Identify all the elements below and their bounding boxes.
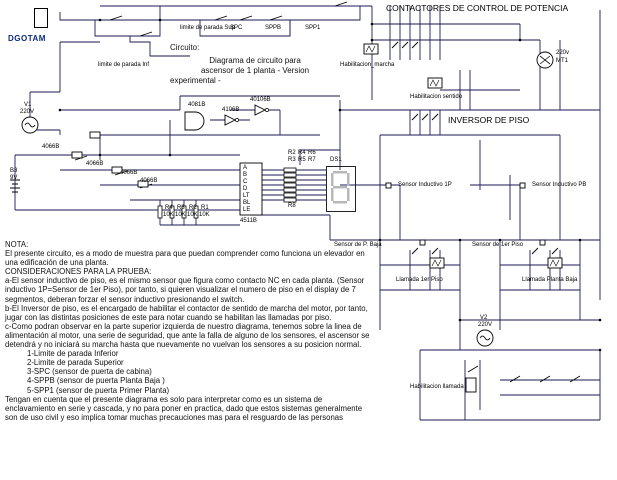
note-line: b-El Inversor de piso, es el encargado d… [5,303,368,322]
circuit-description: Diagrama de circuito para ascensor de 1 … [200,56,310,75]
ic-4066-d-label: 4066B [140,178,158,184]
b3-name-label: B3 [10,168,18,174]
sensor-list-item: 4-SPPB (sensor de puerta Planta Baja ) [27,376,165,386]
sensor-1er-piso-label: Sensor de 1er Piso [472,242,524,248]
sensor-pb-label: Sensor Inductivo PB [532,182,587,188]
note-line: El presente circuito, es a modo de muest… [5,249,365,268]
spc-label: SPC [230,25,243,31]
sensor-p-baja-label: Sensor de P. Baja [334,242,382,248]
ic-4081-label: 4081B [188,102,206,108]
resistor-r4-label: R4 [298,150,306,156]
resistor-r4b-value: 10K [163,212,174,218]
seven-segment-display [326,166,356,212]
habilitacion-llamada-label: Habilitacion llamada [410,384,464,390]
pin-le-label: LE [243,207,251,213]
sppb-label: SPPB [265,25,282,31]
reverser-title: INVERSOR DE PISO [448,115,530,125]
notes-block: NOTA: El presente circuito, es a modo de… [5,240,373,422]
ic-4066-b-label: 4066B [86,161,104,167]
resistor-r5-label: R5 [298,157,306,163]
ic-4066-a-label: 4066B [42,144,60,150]
circuit-description-2: experimental - [170,76,221,85]
sensor-list-item: 2-Limite de parada Superior [27,358,124,368]
pin-d-label: D [243,186,248,192]
resistor-r2-label: R2 [288,150,296,156]
note-line: NOTA: [5,240,29,249]
resistor-r3b-label: R3 [177,205,185,211]
sensor-list-item: 3-SPC (sensor de puerta de cabina) [27,367,152,377]
v1-value-label: 220V [20,109,35,115]
habilitacion-sentido-label: Habilitacion sentido [410,94,463,100]
sensor-list-item: 5-SPP1 (sensor de puerta Primer Planta) [27,385,170,395]
ic-4511-label: 4511B [240,218,257,224]
ds1-label: DS1 [330,157,342,163]
ic-4106-a-label: 4106B [222,107,240,113]
v2-name-label: V2 [480,315,488,321]
lamp-voltage-label: 220v [556,50,570,56]
resistor-r2b-value: 10K [187,212,198,218]
pin-lt-label: LT [243,193,250,199]
resistor-r6-label: R6 [308,150,316,156]
resistor-r2b-label: R2 [189,205,197,211]
llamada-planta-baja-label: Llamada Planta Baja [522,277,578,283]
pin-c-label: C [243,179,248,185]
closing-note: Tengan en cuenta que el presente diagram… [5,394,363,422]
ic-4066-c-label: 4066B [120,170,138,176]
note-line: a-El sensor inductivo de piso, es el mis… [5,276,365,304]
contactors-title: CONTACTORES DE CONTROL DE POTENCIA [386,3,569,13]
v2-value-label: 220V [478,322,493,328]
resistor-r8-label: R8 [288,203,296,209]
pin-bl-label: BL [243,200,251,206]
spp1-label: SPP1 [305,25,321,31]
resistor-r7-label: R7 [308,157,316,163]
sensor-list-item: 1-Limite de parada Inferior [27,349,119,359]
resistor-r3b-value: 10K [175,212,186,218]
ic-4106-b-label: 40106B [250,97,271,103]
pin-a-label: A [243,165,248,171]
habilitacion-marcha-label: Habilitacion_marcha [340,62,395,68]
resistor-r1b-value: 10K [199,212,210,218]
resistor-r4b-label: R4 [165,205,173,211]
limit-sup-label: limite de parada Sup [180,25,236,31]
note-line: c-Como podran observar en la parte super… [5,321,370,350]
v1-name-label: V1 [24,102,32,108]
limit-inf-label: limite de parada Inf [98,62,150,68]
sensor-1p-label: Sensor Inductivo 1P [398,182,452,188]
logo-frame [34,8,48,28]
llamada-1er-piso-label: Llamada 1er Piso [396,277,443,283]
note-line: CONSIDERACIONES PARA LA PRUEBA: [5,267,152,277]
resistor-r1b-label: R1 [201,205,209,211]
resistor-r3-label: R3 [288,157,296,163]
lamp-name-label: MT1 [556,58,568,64]
circuit-title: Circuito: [170,43,200,52]
b3-value-label: 9V [10,175,18,181]
logo-text: DGOTAM [8,34,46,43]
pin-b-label: B [243,172,248,178]
